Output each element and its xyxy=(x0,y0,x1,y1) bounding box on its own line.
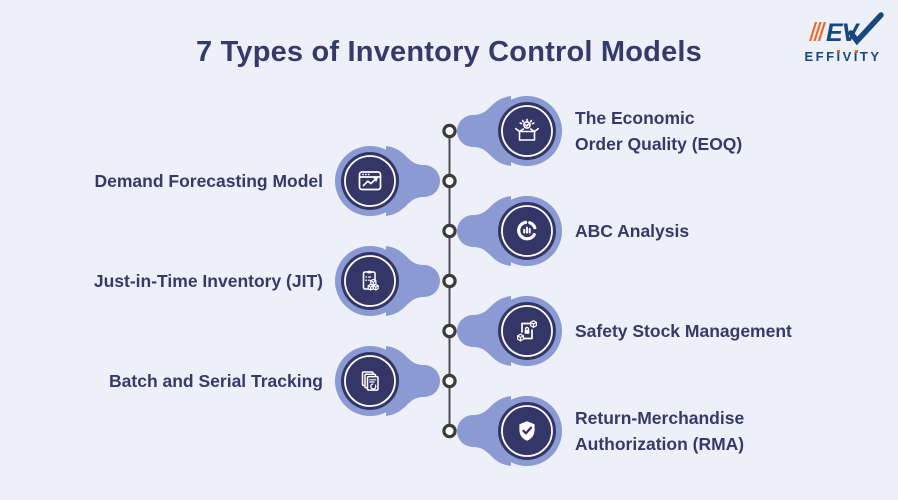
logo-i-dot xyxy=(854,50,858,54)
effivity-logo: EV EFFIVITY xyxy=(791,12,895,66)
item-label: Demand Forecasting Model xyxy=(94,171,323,191)
clipboard-cubes-icon xyxy=(362,270,379,291)
page-title: 7 Types of Inventory Control Models xyxy=(196,36,702,68)
timeline-item: ABC Analysis xyxy=(437,186,837,276)
item-label: Return-Merchandise Authorization (RMA) xyxy=(575,408,745,454)
donut-bars-icon xyxy=(517,220,537,241)
logo-i-dot xyxy=(837,50,841,54)
shield-check-icon xyxy=(519,421,535,441)
timeline-item: Batch and Serial Tracking xyxy=(60,336,440,426)
timeline-item: Safety Stock Management xyxy=(437,286,837,376)
connector-blob xyxy=(457,96,562,166)
open-box-check-icon xyxy=(515,118,539,141)
timeline-item: Demand Forecasting Model xyxy=(60,136,440,226)
item-label: Just-in-Time Inventory (JIT) xyxy=(93,271,323,291)
connector-blob xyxy=(457,296,562,366)
connector-blob xyxy=(335,246,440,316)
timeline-item: The Economic Order Quality (EOQ) xyxy=(437,86,837,176)
connector-blob xyxy=(457,396,562,466)
connector-blob xyxy=(457,196,562,266)
connector-blob xyxy=(335,146,440,216)
item-label: Safety Stock Management xyxy=(575,321,792,341)
timeline-item: Just-in-Time Inventory (JIT) xyxy=(60,236,440,326)
forecast-window-icon xyxy=(358,171,382,191)
logo-brand-text: EFFIVITY xyxy=(804,49,882,64)
ev-monogram-icon: EV xyxy=(809,12,884,47)
stacked-documents-icon xyxy=(361,371,379,391)
timeline-item: Return-Merchandise Authorization (RMA) xyxy=(437,386,837,476)
secured-cubes-icon xyxy=(516,320,537,342)
item-label: Batch and Serial Tracking xyxy=(109,371,323,391)
item-label: The Economic Order Quality (EOQ) xyxy=(575,108,743,154)
item-label: ABC Analysis xyxy=(575,221,690,241)
connector-blob xyxy=(335,346,440,416)
